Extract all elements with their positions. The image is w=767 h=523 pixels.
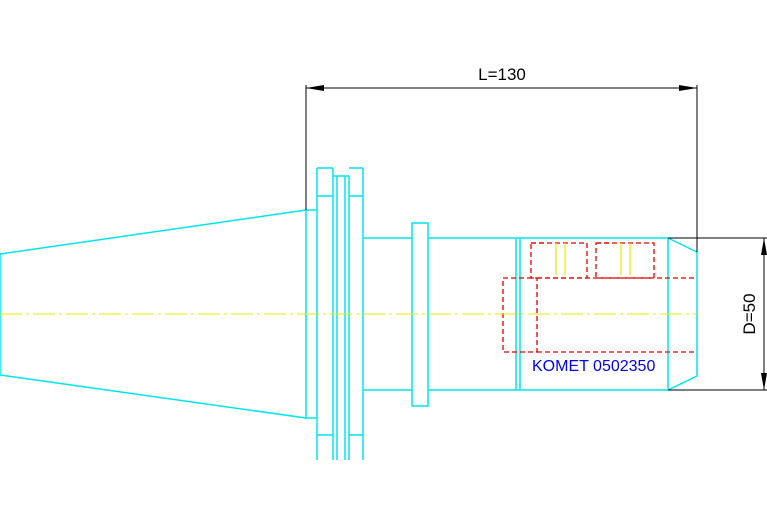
diameter-label: D=50 [740,293,759,334]
neck-and-collar [363,222,516,407]
length-label: L=130 [478,65,526,84]
hidden-features [502,242,697,353]
length-dimension [305,85,698,252]
diameter-arrow-top [761,238,767,255]
part-label: KOMET 0502350 [532,358,655,375]
diameter-arrow-bottom [761,373,767,390]
diameter-dimension [668,237,767,391]
length-arrow-left [306,85,324,91]
thread-detail [555,243,631,275]
length-arrow-right [679,85,697,91]
